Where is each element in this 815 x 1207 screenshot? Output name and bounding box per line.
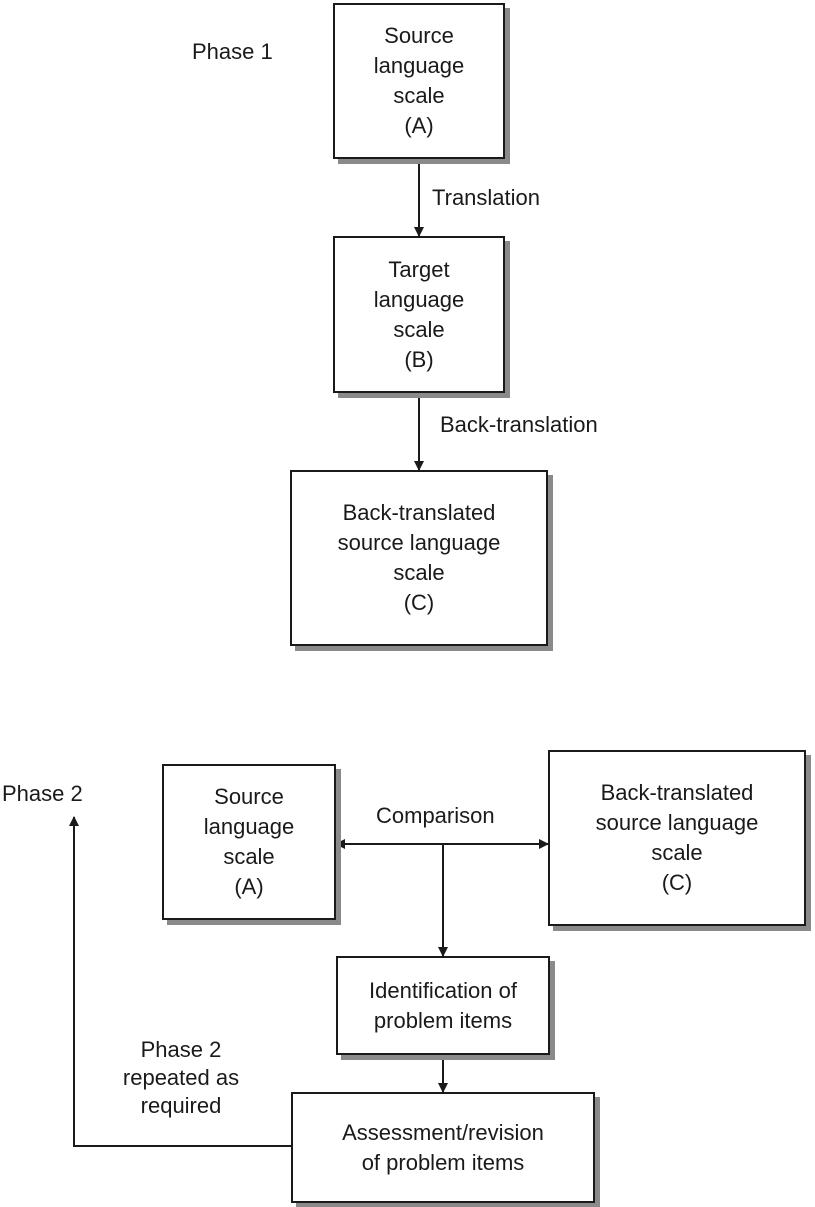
box-line: Source	[384, 23, 454, 48]
box-line: language	[203, 814, 295, 839]
box-line: scale	[393, 83, 445, 108]
phase1-target-language-scale-box: Target language scale (B)	[333, 236, 505, 393]
back-translation-label: Back-translation	[440, 412, 598, 437]
assessment-revision-box: Assessment/revision of problem items	[291, 1092, 595, 1203]
box-line: Back-translated	[600, 780, 754, 805]
box-line: Back-translated	[342, 500, 496, 525]
comparison-label: Comparison	[376, 803, 495, 828]
translation-label: Translation	[432, 185, 541, 210]
box-line: source language	[595, 810, 759, 835]
phase2-source-language-scale-box: Source language scale (A)	[162, 764, 336, 920]
box-line: language	[373, 53, 465, 78]
box-line: (A)	[404, 113, 434, 138]
box-line: (B)	[404, 346, 434, 372]
box-line: source language	[337, 530, 501, 555]
phase2-back-translated-scale-box: Back-translated source language scale (C…	[548, 750, 806, 926]
phase2-label: Phase 2	[2, 781, 83, 806]
phase1-label: Phase 1	[192, 39, 273, 64]
box-line: Identification of	[369, 977, 517, 1003]
phase1-back-translated-scale-box: Back-translated source language scale (C…	[290, 470, 548, 646]
box-line: scale	[393, 316, 445, 342]
repeat-label-line: Phase 2	[140, 1037, 222, 1062]
box-line: (A)	[234, 874, 264, 899]
box-line: Source	[214, 784, 284, 809]
box-line: scale	[393, 560, 445, 585]
box-line: language	[373, 286, 465, 312]
box-line: Assessment/revision	[342, 1119, 544, 1145]
phase1-source-language-scale-box: Source language scale (A)	[333, 3, 505, 159]
box-line: scale	[223, 844, 275, 869]
box-line: of problem items	[361, 1149, 525, 1175]
repeat-label-line: repeated as	[122, 1065, 240, 1090]
box-line: scale	[651, 840, 703, 865]
box-line: (C)	[661, 870, 693, 895]
identification-of-problem-items-box: Identification of problem items	[336, 956, 550, 1055]
box-line: problem items	[373, 1007, 513, 1033]
repeat-label-line: required	[140, 1093, 222, 1118]
loop-back-arrow	[69, 816, 291, 1147]
box-line: (C)	[403, 590, 435, 615]
phase2-repeat-label: Phase 2 repeated as required	[96, 1036, 266, 1120]
box-line: Target	[388, 256, 450, 282]
